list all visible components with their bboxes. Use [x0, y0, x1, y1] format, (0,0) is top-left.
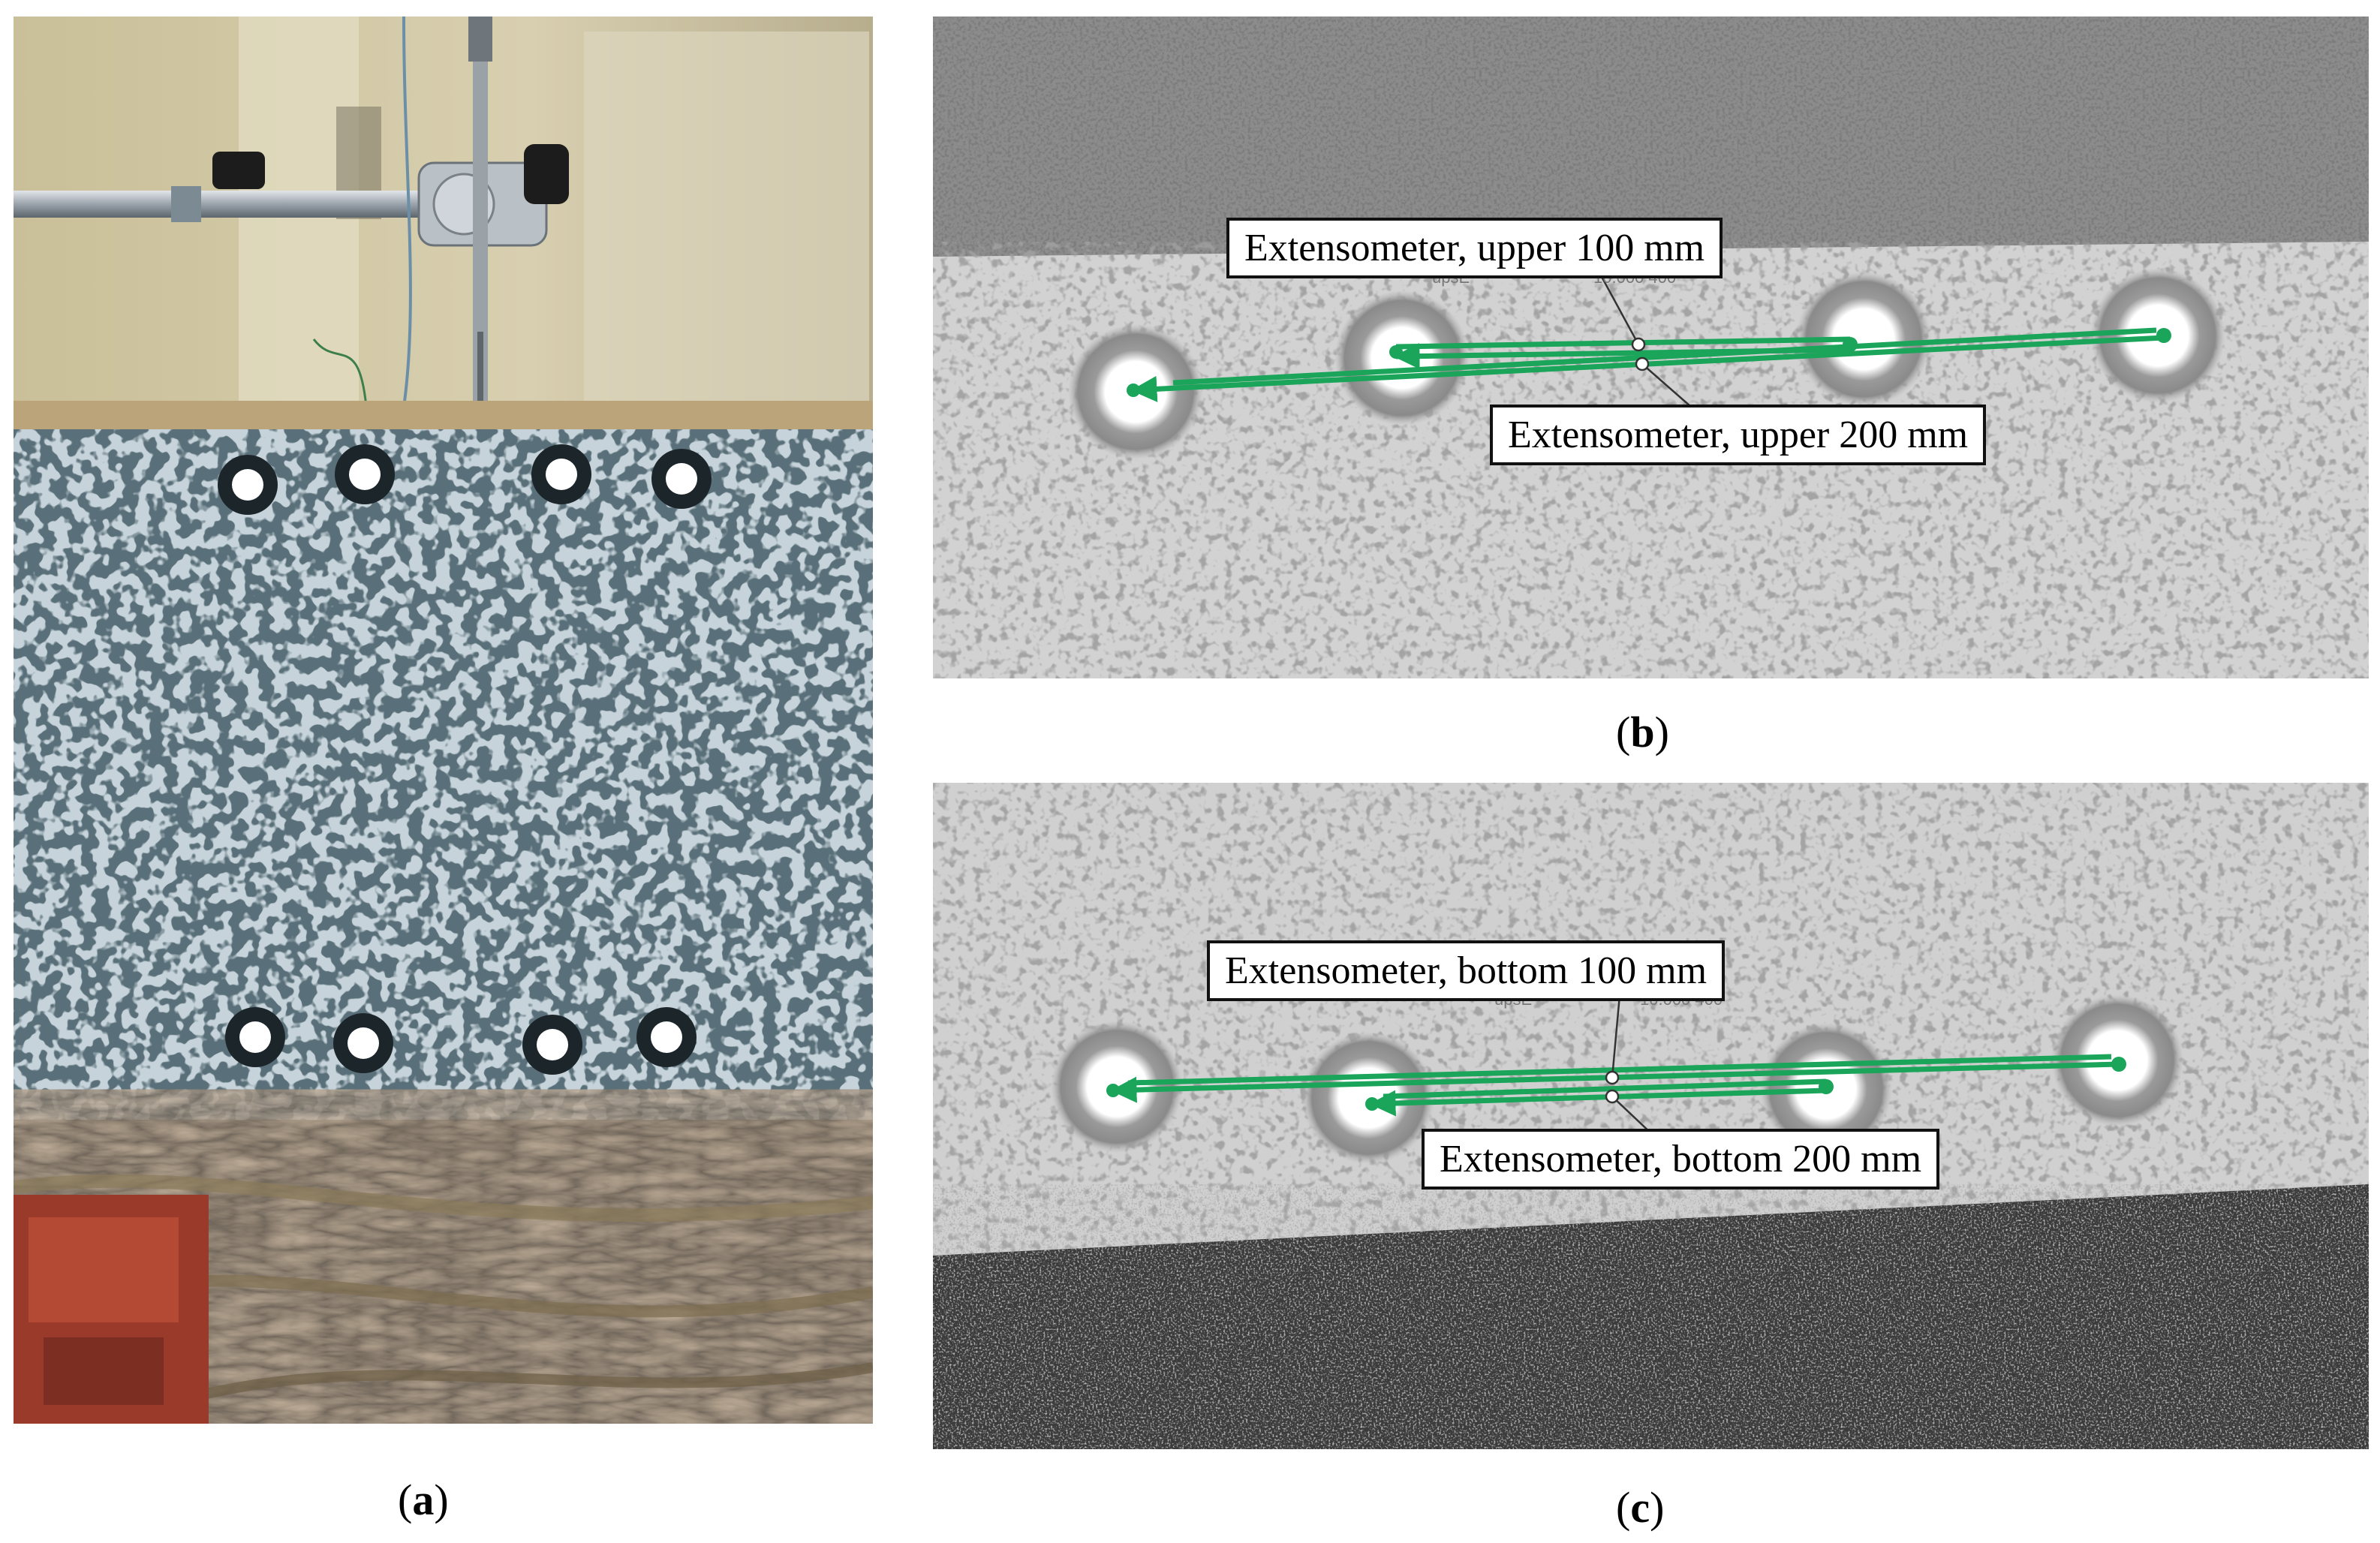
specimen-top-edge: [14, 401, 873, 429]
marker-row-bottom: [225, 1007, 697, 1075]
caption-panel-b-label: b: [1630, 708, 1655, 756]
caption-panel-c: (c): [1616, 1483, 1665, 1532]
marker-row-top: [218, 444, 712, 515]
extensometer-end-points: [1106, 1057, 2126, 1111]
marker-targets: [1068, 268, 2225, 459]
photo-specimen-setup: [14, 17, 873, 1424]
dic-image-bottom: upsE 10.000 400: [933, 783, 2369, 1449]
caption-panel-c-label: c: [1630, 1483, 1650, 1532]
extensometer-bottom-100-line: [1369, 1087, 1827, 1117]
support-rod: [14, 191, 434, 218]
callout-extensometer-bottom-100: Extensometer, bottom 100 mm: [1207, 940, 1726, 1002]
clamp-knob: [524, 144, 569, 204]
dic-image-upper: upsE 10.000 400: [933, 17, 2369, 678]
callout-extensometer-upper-200: Extensometer, upper 200 mm: [1490, 405, 1987, 466]
extensometer-end-points: [1127, 328, 2171, 397]
caption-panel-a: (a): [398, 1475, 449, 1524]
caption-panel-a-label: a: [412, 1475, 435, 1524]
caption-panel-b: (b): [1616, 708, 1669, 756]
extensometer-upper-200-line-inner: [1172, 327, 2157, 386]
marker-targets: [1051, 994, 2183, 1164]
extensometer-bottom-200-line-inner: [1127, 1054, 2112, 1086]
callout-extensometer-upper-100: Extensometer, upper 100 mm: [1226, 218, 1723, 279]
extensometer-upper-100-line-return: [1395, 336, 1851, 350]
callout-leaders: [1599, 275, 1692, 408]
displacement-probe: [473, 17, 488, 407]
callout-extensometer-bottom-200: Extensometer, bottom 200 mm: [1422, 1129, 1940, 1190]
extensometer-bottom-100-line-return: [1383, 1078, 1827, 1099]
